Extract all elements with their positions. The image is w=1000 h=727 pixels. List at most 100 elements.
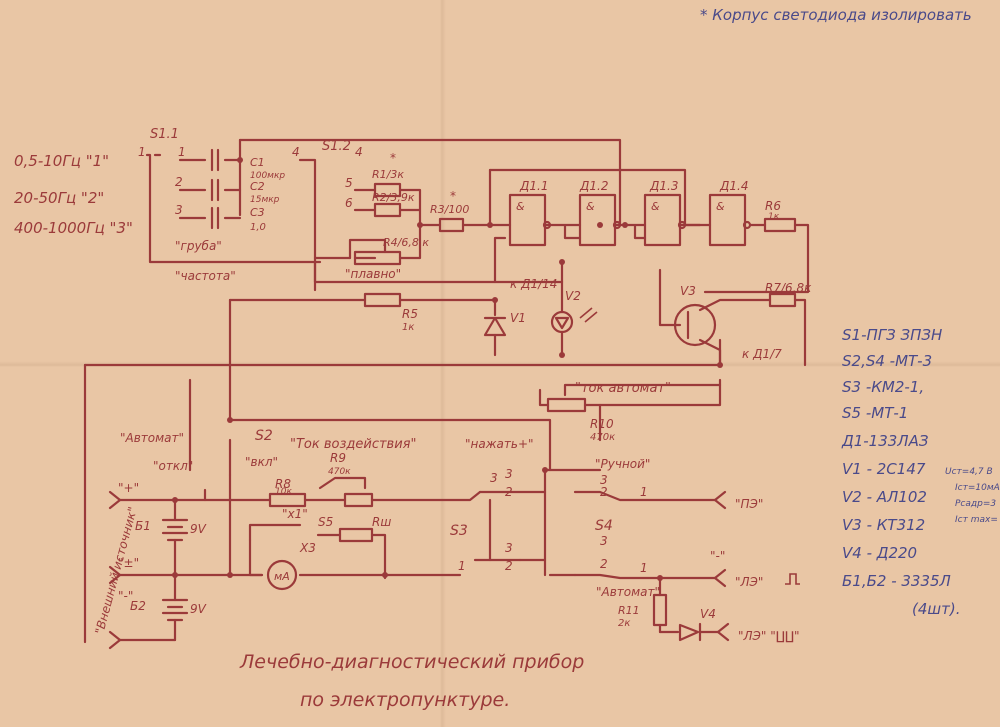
s12-pos-4b: 4 bbox=[355, 145, 363, 159]
margin-note-4: Iст max= bbox=[955, 515, 998, 525]
gate-d11-label: Д1.1 bbox=[519, 179, 548, 193]
c3-name: C3 bbox=[250, 206, 265, 219]
ruchnoi-label: "Ручной" bbox=[595, 457, 650, 471]
v1-label: V1 bbox=[510, 311, 526, 325]
s12-contact-5: 5 bbox=[345, 176, 353, 190]
plavno-label: "плавно" bbox=[345, 267, 401, 281]
s2-label: S2 bbox=[255, 428, 273, 444]
v2-label: V2 bbox=[565, 289, 581, 303]
s3-mark-3b: 3 bbox=[505, 541, 513, 555]
chastota-label: "частота" bbox=[175, 269, 236, 283]
s4-mark-2a: 2 bbox=[600, 485, 608, 499]
legend-line-6: V1 - 2С147 bbox=[842, 460, 926, 478]
r6-value: 1к bbox=[768, 212, 780, 222]
b1-voltage: 9V bbox=[190, 522, 207, 536]
switch-s12-label: S1.2 bbox=[322, 139, 351, 154]
legend-line-5: Д1-133ЛАЗ bbox=[841, 432, 929, 450]
b1-label: Б1 bbox=[135, 519, 151, 533]
r11-label: R11 bbox=[618, 604, 640, 617]
r6-label: R6 bbox=[765, 199, 781, 213]
title-line-1: Лечебно-диагностический прибор bbox=[239, 651, 584, 673]
legend-line-8: V3 - КТ312 bbox=[842, 516, 925, 534]
legend-line-2: S2,S4 -МТ-3 bbox=[842, 352, 932, 370]
avtomat2-label: "Автомат" bbox=[596, 585, 660, 599]
s4-mark-1b: 1 bbox=[640, 561, 648, 575]
freq-label-2: 20-50Гц "2" bbox=[14, 189, 104, 207]
c2-value: 15мкр bbox=[250, 195, 280, 205]
r7-label: R7/6,8к bbox=[765, 281, 812, 295]
margin-note-3: Рсадр=3 bbox=[955, 499, 996, 509]
r5-value: 1к bbox=[402, 322, 414, 333]
b2-voltage: 9V bbox=[190, 602, 207, 616]
plus-terminal: "+" bbox=[118, 481, 139, 495]
star-marker-1: * bbox=[390, 151, 396, 165]
margin-notes: Uст=4,7 В Iст=10мА Рсадр=3 Iст max= bbox=[945, 467, 1000, 525]
margin-note-2: Iст=10мА bbox=[955, 483, 1000, 493]
c1-value: 100мкр bbox=[250, 171, 285, 181]
resistors bbox=[268, 182, 797, 627]
output-le1: "ЛЭ" bbox=[735, 575, 763, 589]
nazhat-label: "нажать+" bbox=[465, 437, 534, 451]
r10-label: R10 bbox=[590, 417, 614, 431]
output-le2: "ЛЭ" "∐∐" bbox=[738, 629, 799, 643]
s3-mark-2b: 2 bbox=[505, 559, 513, 573]
capacitors bbox=[210, 148, 220, 230]
b2-label: Б2 bbox=[130, 599, 146, 613]
s4-mark-2b: 2 bbox=[600, 557, 608, 571]
v4-label: V4 bbox=[700, 607, 716, 621]
transistor bbox=[673, 303, 717, 347]
x3-label: X3 bbox=[299, 541, 316, 555]
c3-value: 1,0 bbox=[250, 222, 266, 233]
s12-pos-4a: 4 bbox=[292, 145, 300, 159]
note-top: * Корпус светодиода изолировать bbox=[700, 6, 972, 24]
margin-note-1: Uст=4,7 В bbox=[945, 467, 993, 477]
s5-label: S5 bbox=[318, 515, 333, 529]
r9-value: 470к bbox=[328, 467, 351, 477]
star-marker-2: * bbox=[450, 189, 456, 203]
s11-contact-2: 2 bbox=[175, 175, 183, 189]
freq-label-1: 0,5-10Гц "1" bbox=[14, 152, 109, 170]
x1-label: "x1" bbox=[282, 507, 308, 521]
s3-mark-1: 3 bbox=[490, 471, 498, 485]
s12-contact-6: 6 bbox=[345, 196, 353, 210]
s3-mark-1b: 1 bbox=[458, 559, 466, 573]
s4-label: S4 bbox=[595, 518, 613, 534]
vkl-label: "вкл" bbox=[245, 455, 278, 469]
s11-contact-3: 3 bbox=[175, 203, 183, 217]
r5-label: R5 bbox=[402, 307, 418, 321]
legend-line-9: V4 - Д220 bbox=[842, 544, 917, 562]
avtomat-label: "Автомат" bbox=[120, 431, 184, 445]
r1-label: R1/3к bbox=[372, 168, 404, 181]
s3-mark-2a: 2 bbox=[505, 485, 513, 499]
freq-label-3: 400-1000Гц "3" bbox=[14, 219, 133, 237]
gate-d13-label: Д1.3 bbox=[649, 179, 678, 193]
minus-terminal: "-" bbox=[118, 589, 133, 603]
s11-contact-1: 1 bbox=[178, 145, 186, 159]
r11-value: 2к bbox=[618, 618, 630, 629]
r10-value: 470к bbox=[590, 432, 615, 443]
s3-mark-3a: 3 bbox=[505, 467, 513, 481]
s4-mark-3a: 3 bbox=[600, 473, 608, 487]
meter bbox=[266, 559, 298, 591]
r3-label: R3/100 bbox=[430, 203, 469, 216]
gruba-label: "груба" bbox=[175, 239, 222, 253]
tok-vozd-label: "Ток воздействия" bbox=[290, 437, 416, 452]
gate-d14-symbol: & bbox=[716, 200, 725, 213]
gate-d11-symbol: & bbox=[516, 200, 525, 213]
output-minus: "-" bbox=[710, 549, 725, 563]
gate-d13-symbol: & bbox=[651, 200, 660, 213]
legend-line-4: S5 -МТ-1 bbox=[842, 404, 908, 422]
nand-gates bbox=[508, 193, 752, 247]
c2-name: C2 bbox=[250, 180, 265, 193]
rsh-label: Rш bbox=[372, 515, 391, 529]
tok-avtomat-label: "ток автомат" bbox=[575, 381, 671, 396]
s3-label: S3 bbox=[450, 523, 468, 539]
switch-s11-label: S1.1 bbox=[150, 127, 179, 142]
s11-pos-1: 1 bbox=[138, 145, 146, 159]
plusminus-terminal: "±" bbox=[118, 556, 139, 570]
s4-mark-1a: 1 bbox=[640, 485, 648, 499]
c1-name: C1 bbox=[250, 156, 265, 169]
s4-mark-3b: 3 bbox=[600, 534, 608, 548]
